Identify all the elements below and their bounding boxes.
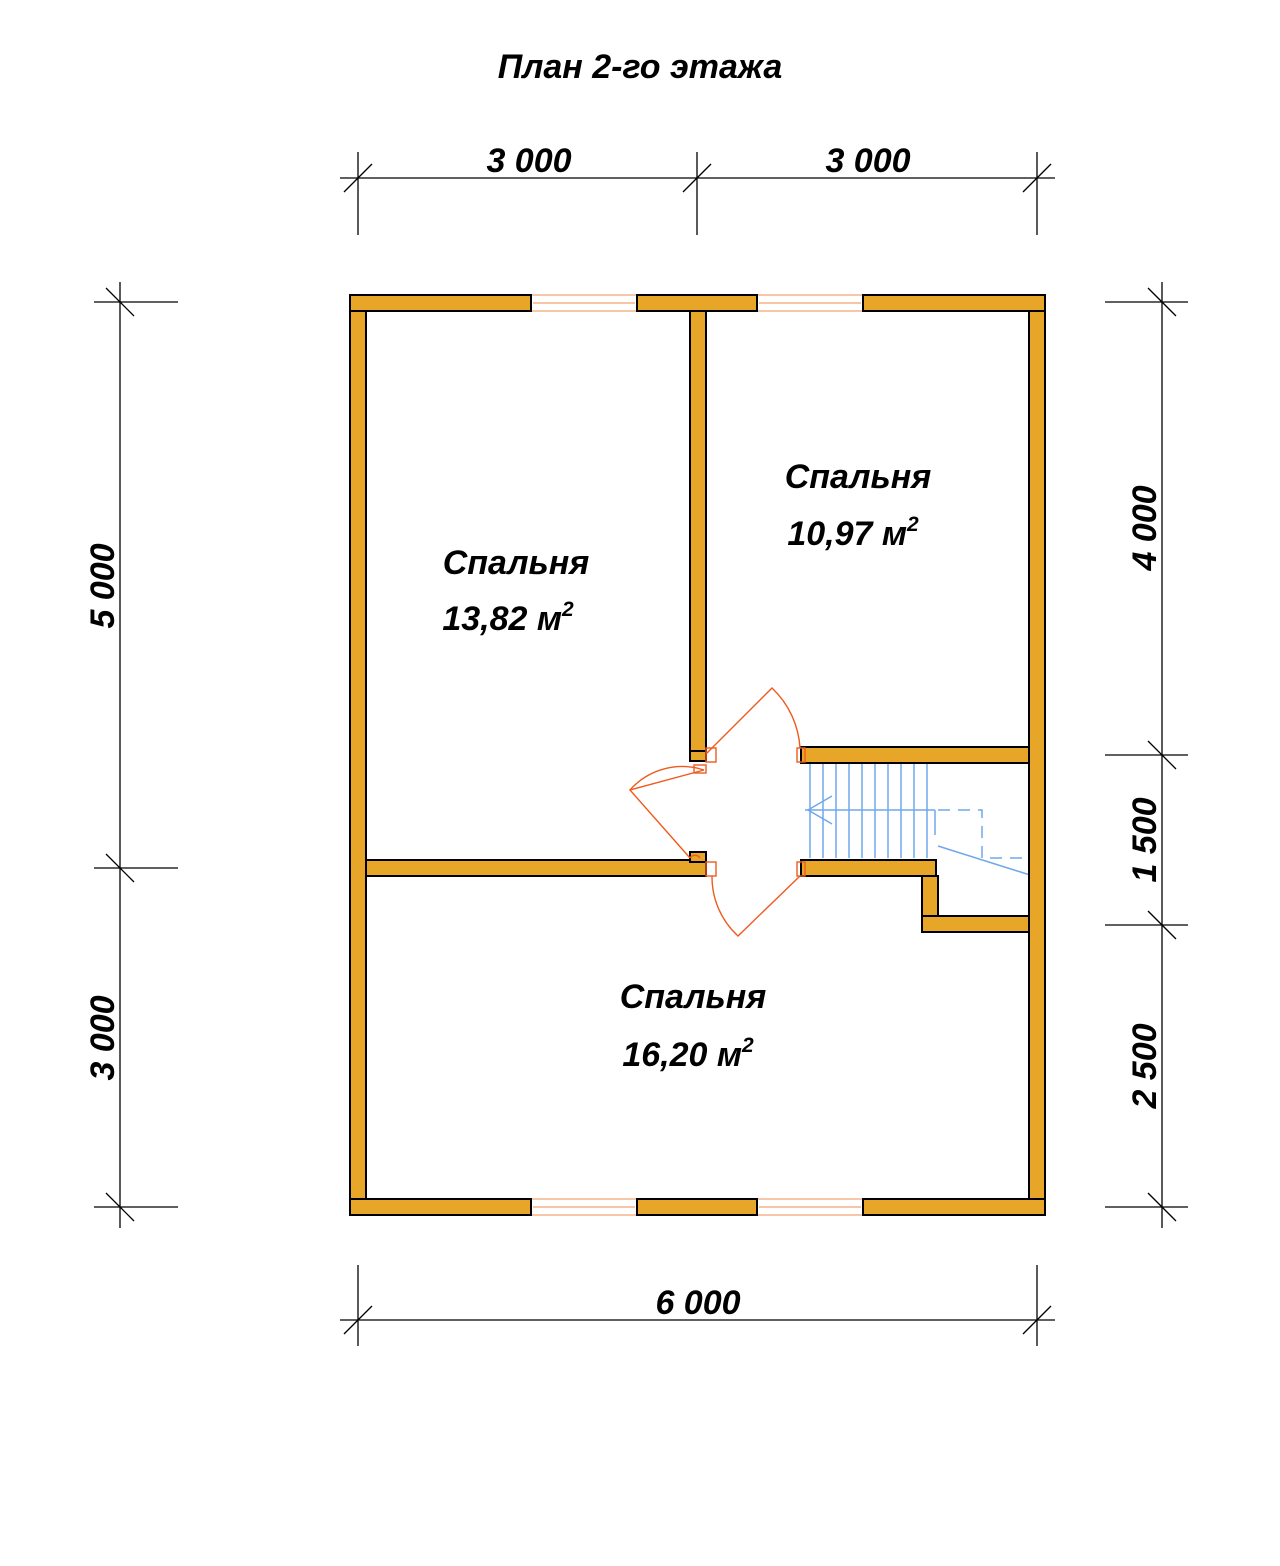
wall-stair-bottom [800,859,937,877]
door-right-upper [711,687,801,749]
dim-bottom-total: 6 000 [655,1284,740,1322]
wall-top-2 [636,294,758,312]
plan-title: План 2-го этажа [498,48,783,86]
wall-bottom-2 [636,1198,758,1216]
wall-door-jamb-2 [689,851,707,863]
dimension-left: 5 000 3 000 [84,282,178,1228]
staircase [805,764,1031,876]
wall-left [349,310,367,1200]
dim-right-lower: 2 500 [1126,1023,1164,1109]
wall-top-1 [349,294,532,312]
dimension-top: 3 000 3 000 [340,142,1055,235]
room-area: 16,20 м2 [622,1034,754,1074]
room-name: Спальня [443,544,590,582]
dim-top-right: 3 000 [825,142,910,180]
room-left-upper: Спальня 13,82 м2 [442,544,589,638]
dim-left-upper: 5 000 [84,543,122,628]
doors [628,687,806,937]
dim-right-upper: 4 000 [1126,485,1164,571]
door-left-upper [628,769,705,859]
wall-bottom-1 [349,1198,532,1216]
dim-left-lower: 3 000 [84,995,122,1080]
wall-inner-vertical [689,310,707,752]
room-area: 13,82 м2 [442,598,574,638]
room-name: Спальня [620,978,767,1016]
wall-bottom-3 [862,1198,1046,1216]
room-name: Спальня [785,458,932,496]
wall-right [1028,310,1046,1200]
dim-right-middle: 1 500 [1126,797,1164,882]
door-bottom [711,875,801,937]
wall-stair-top [800,746,1030,764]
dimension-right: 4 000 1 500 2 500 [1105,282,1188,1228]
room-right-upper: Спальня 10,97 м2 [785,458,932,553]
dimension-bottom: 6 000 [340,1265,1055,1346]
dim-top-left: 3 000 [486,142,571,180]
wall-door-jamb-1 [689,750,707,762]
room-bottom: Спальня 16,20 м2 [620,978,767,1074]
wall-inner-horizontal-left [365,859,707,877]
wall-top-3 [862,294,1046,312]
walls [349,294,1046,1216]
wall-closet-horizontal [921,915,1030,933]
room-area: 10,97 м2 [787,513,919,553]
